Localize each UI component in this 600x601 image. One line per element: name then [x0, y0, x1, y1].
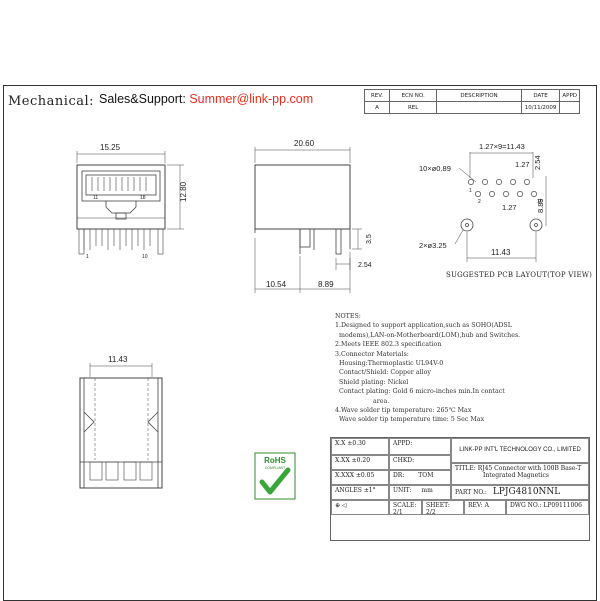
- pcb-layout: 1.27×9=11.43 10×ø0.89 1.27 2.54 1 2 10 1…: [419, 142, 547, 262]
- pitch-c-dim: 1.27: [502, 203, 517, 212]
- height-dim: 12.80: [179, 181, 188, 202]
- pitch-b-dim: 1.27: [515, 160, 530, 169]
- pitch-dim: 1.27×9=11.43: [479, 142, 525, 151]
- part-field: PART NO.: LPJG4810NNL: [451, 485, 589, 500]
- side-b-dim: 8.89: [318, 280, 334, 289]
- bottom-view: 11.43: [79, 355, 163, 489]
- notes: NOTES: 1.Designed to support application…: [335, 312, 520, 425]
- bottom-span-dim: 11.43: [108, 355, 128, 364]
- note-line: Contact plating: Gold 6 micro-inches min…: [335, 388, 505, 396]
- sales-email-link[interactable]: Summer@link-pp.com: [189, 92, 314, 106]
- note-line: 3.Connector Materials:: [335, 350, 409, 358]
- sheet-value: 2/2: [426, 509, 436, 516]
- note-line: Housing:Thermoplastic UL94V-0: [335, 360, 444, 368]
- note-line: 1.Designed to support application,such a…: [335, 322, 512, 330]
- projection-symbol: ⊕ ◁: [331, 500, 389, 515]
- sheet-field: SHEET: 2/2: [422, 500, 464, 516]
- hole-dim: 10×ø0.89: [419, 164, 451, 173]
- chkd-field: CHKD:: [389, 455, 451, 470]
- note-line: 2.Meets IEEE 802.3 specification: [335, 341, 442, 349]
- mechanical-heading: Mechanical:: [8, 94, 95, 109]
- tolerance-xxx: X.XXX ±0.05: [331, 470, 389, 485]
- front-view: 15.25 11 18 1 10 12.80: [76, 143, 188, 260]
- pcb-pin-10-label: 10: [537, 199, 543, 205]
- rohs-text: RoHS: [264, 456, 286, 465]
- note-line: Wave solder tip temperature time: 5 Sec …: [335, 416, 485, 424]
- dwg-field: DWG NO.: LP09111006: [506, 500, 589, 515]
- unit-field: UNIT: mm: [389, 485, 451, 500]
- notes-title: NOTES:: [335, 313, 361, 320]
- pin-offset-dim: 2.54: [358, 262, 372, 269]
- width-dim: 15.25: [100, 143, 121, 152]
- appd-field: APPD:: [389, 438, 451, 455]
- description-cell: [436, 101, 522, 114]
- rev-value: A: [484, 502, 489, 509]
- note-line: modems),LAN-on-Motherboard(LOM),hub and …: [335, 331, 521, 339]
- note-line: Shield plating: Nickel: [335, 378, 409, 386]
- scale-label: SCALE:: [393, 502, 417, 509]
- unit-label: UNIT:: [393, 487, 412, 494]
- date-cell: 10/11/2009: [520, 101, 561, 114]
- side-a-dim: 10.54: [266, 280, 287, 289]
- pin-length-dim: 3.5: [366, 234, 373, 244]
- revision-row: A REL 10/11/2009: [363, 101, 580, 114]
- dwg-label: DWG NO.:: [510, 502, 542, 509]
- rev-cell: A: [363, 101, 391, 114]
- dr-field: DR: TOM: [389, 470, 451, 485]
- pcb-pin-2-label: 2: [478, 199, 481, 205]
- sales-label: Sales&Support:: [99, 92, 190, 106]
- front-pin-1-label: 1: [86, 254, 89, 260]
- scale-field: SCALE: 2/1: [389, 500, 422, 516]
- sheet-label: SHEET:: [426, 502, 450, 509]
- part-number: LPJG4810NNL: [492, 487, 561, 497]
- pin-11-label: 11: [93, 195, 98, 201]
- pin-18-label: 18: [140, 195, 146, 201]
- note-line: area.: [335, 397, 390, 405]
- title-line-2: Integrated Magnetics: [483, 472, 549, 479]
- post-span-dim: 11.43: [491, 248, 511, 257]
- appd-cell: [559, 101, 580, 114]
- dr-label: DR:: [393, 472, 405, 479]
- tolerance-x: X.X ±0.30: [331, 438, 389, 455]
- rohs-logo: RoHS COMPLIANT: [254, 452, 296, 500]
- row-span-dim: 8.89: [536, 198, 545, 213]
- company-name: LINK-PP INT'L TECHNOLOGY CO., LIMITED: [451, 438, 589, 463]
- tolerance-angles: ANGLES ±1°: [331, 485, 389, 500]
- pcb-pin-1-label: 1: [469, 188, 472, 194]
- title-field: TITLE: RJ45 Connector with 100B Base-T I…: [451, 463, 589, 485]
- rohs-subtext: COMPLIANT: [265, 466, 286, 470]
- unit-value: mm: [421, 487, 433, 494]
- note-line: Contact/Shield: Copper alloy: [335, 369, 431, 377]
- rev-label: REV:: [468, 502, 483, 509]
- dwg-value: LP09111006: [543, 502, 582, 509]
- title-block: X.X ±0.30 X.XX ±0.20 X.XXX ±0.05 ANGLES …: [330, 437, 590, 541]
- pcb-caption: SUGGESTED PCB LAYOUT(TOP VIEW): [446, 271, 593, 279]
- title-line-1: RJ45 Connector with 100B Base-T: [477, 465, 582, 472]
- dr-value: TOM: [418, 472, 434, 479]
- front-pin-10-label: 10: [142, 254, 148, 260]
- date-col-header: DATE: [520, 89, 561, 102]
- title-label: TITLE:: [455, 465, 476, 472]
- checkmark-icon: [259, 467, 291, 495]
- side-view: 20.60 3.5 2.54 10.54 8.89: [254, 139, 373, 293]
- row-gap-dim: 2.54: [533, 155, 542, 170]
- post-dim: 2×ø3.25: [419, 241, 447, 250]
- sales-support: Sales&Support: Summer@link-pp.com: [99, 92, 313, 106]
- rev-field: REV: A: [464, 500, 506, 515]
- tolerance-xx: X.XX ±0.20: [331, 455, 389, 470]
- note-line: 4.Wave solder tip temperature: 265℃ Max: [335, 407, 472, 415]
- part-label: PART NO.:: [455, 489, 487, 496]
- ecn-cell: REL: [389, 101, 438, 114]
- revision-table: REV. ECN NO. DESCRIPTION DATE APPD A REL…: [363, 89, 580, 114]
- side-width-dim: 20.60: [294, 139, 315, 148]
- scale-value: 2/1: [393, 509, 403, 516]
